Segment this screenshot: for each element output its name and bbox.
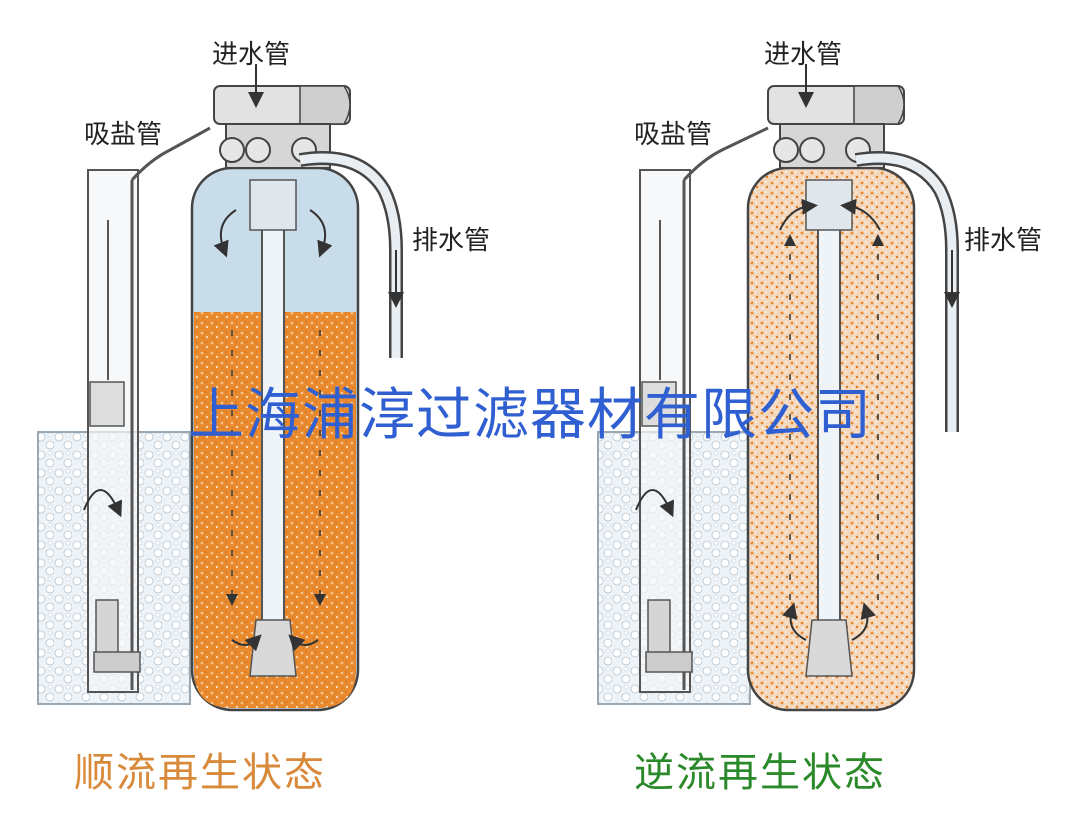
company-watermark: 上海浦淳过滤器材有限公司 <box>188 383 872 448</box>
left-brine-tube <box>130 126 211 182</box>
right-inlet-label: 进水管 <box>764 40 843 70</box>
left-caption: 顺流再生状态 <box>74 750 326 796</box>
right-brine-tube <box>682 126 769 182</box>
left-inlet-label: 进水管 <box>212 40 291 70</box>
right-brine-label: 吸盐管 <box>634 120 713 150</box>
right-drain-label: 排水管 <box>964 226 1043 256</box>
left-brine-label: 吸盐管 <box>84 120 163 150</box>
right-caption: 逆流再生状态 <box>634 750 886 796</box>
left-drain-label: 排水管 <box>412 226 491 256</box>
left-system <box>37 64 404 712</box>
left-distributor <box>249 619 297 677</box>
right-system <box>597 64 960 712</box>
right-distributor <box>805 619 853 677</box>
